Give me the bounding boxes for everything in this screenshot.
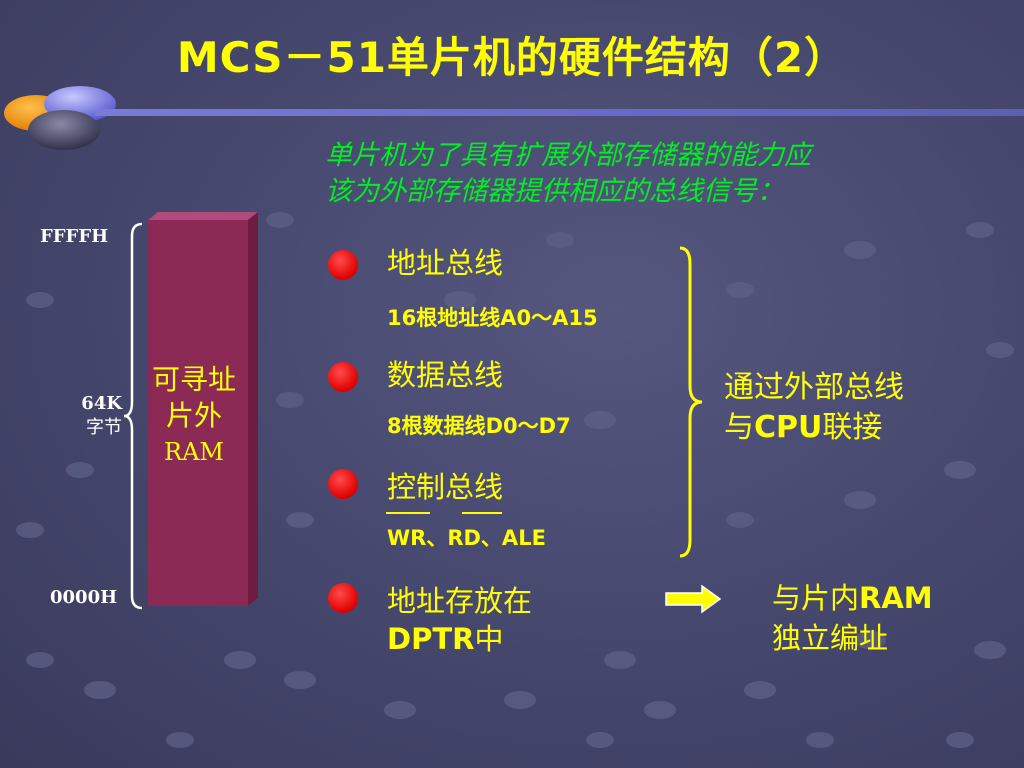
- ram-block: [148, 212, 258, 606]
- intro-line-1: 单片机为了具有扩展外部存储器的能力应: [325, 140, 811, 171]
- rd-overbar: [462, 512, 502, 514]
- bullet-icon: [328, 250, 358, 280]
- intro-text: 单片机为了具有扩展外部存储器的能力应 该为外部存储器提供相应的总线信号：: [325, 138, 965, 210]
- bullet-icon: [328, 583, 358, 613]
- ram-label-line-1: 可寻址: [151, 363, 236, 396]
- control-bus-desc: WR、RD、ALE: [387, 526, 546, 550]
- connection-line-1: 通过外部总线: [724, 370, 904, 405]
- bullet-icon: [328, 362, 358, 392]
- memory-size-value: 64K: [81, 393, 122, 414]
- slide-title: MCS－51单片机的硬件结构（2）: [176, 33, 848, 82]
- addressing-result: 与片内RAM 独立编址: [772, 578, 933, 658]
- address-bus-title: 地址总线: [387, 246, 504, 280]
- address-bus-desc: 16根地址线A0～A15: [387, 306, 598, 330]
- memory-size: 64K 字节: [66, 392, 122, 440]
- bus-group-brace: [679, 246, 703, 558]
- cpu-label: CPU: [754, 410, 823, 445]
- data-bus-title: 数据总线: [387, 358, 504, 392]
- wr-overbar: [386, 512, 430, 514]
- bus-connection-note: 通过外部总线 与CPU联接: [724, 368, 904, 448]
- intro-line-2: 该为外部存储器提供相应的总线信号：: [325, 176, 784, 207]
- logo-ellipses-icon: [4, 86, 116, 150]
- ram-label: 可寻址 片外 RAM: [144, 362, 244, 470]
- dptr-line-1: 地址存放在: [387, 584, 533, 618]
- memory-size-unit: 字节: [86, 417, 122, 438]
- dptr-line-2: DPTR中: [387, 622, 504, 656]
- dptr-label: DPTR: [387, 622, 475, 656]
- connection-line-2: 与CPU联接: [724, 410, 883, 445]
- internal-ram-label: RAM: [859, 581, 933, 615]
- control-bus-title: 控制总线: [387, 470, 504, 504]
- top-address: FFFFH: [40, 226, 109, 247]
- bottom-address: 0000H: [50, 587, 118, 608]
- memory-range-brace: [123, 222, 143, 610]
- dptr-note: 地址存放在 DPTR中: [387, 582, 532, 658]
- ram-label-line-3: RAM: [164, 438, 224, 466]
- title-underline: [95, 109, 1024, 116]
- ram-label-line-2: 片外: [165, 399, 222, 432]
- result-line-1: 与片内RAM: [772, 581, 933, 615]
- arrow-right-icon: [665, 584, 722, 614]
- bullet-icon: [328, 469, 358, 499]
- data-bus-desc: 8根数据线D0～D7: [387, 414, 571, 438]
- result-line-2: 独立编址: [772, 621, 889, 655]
